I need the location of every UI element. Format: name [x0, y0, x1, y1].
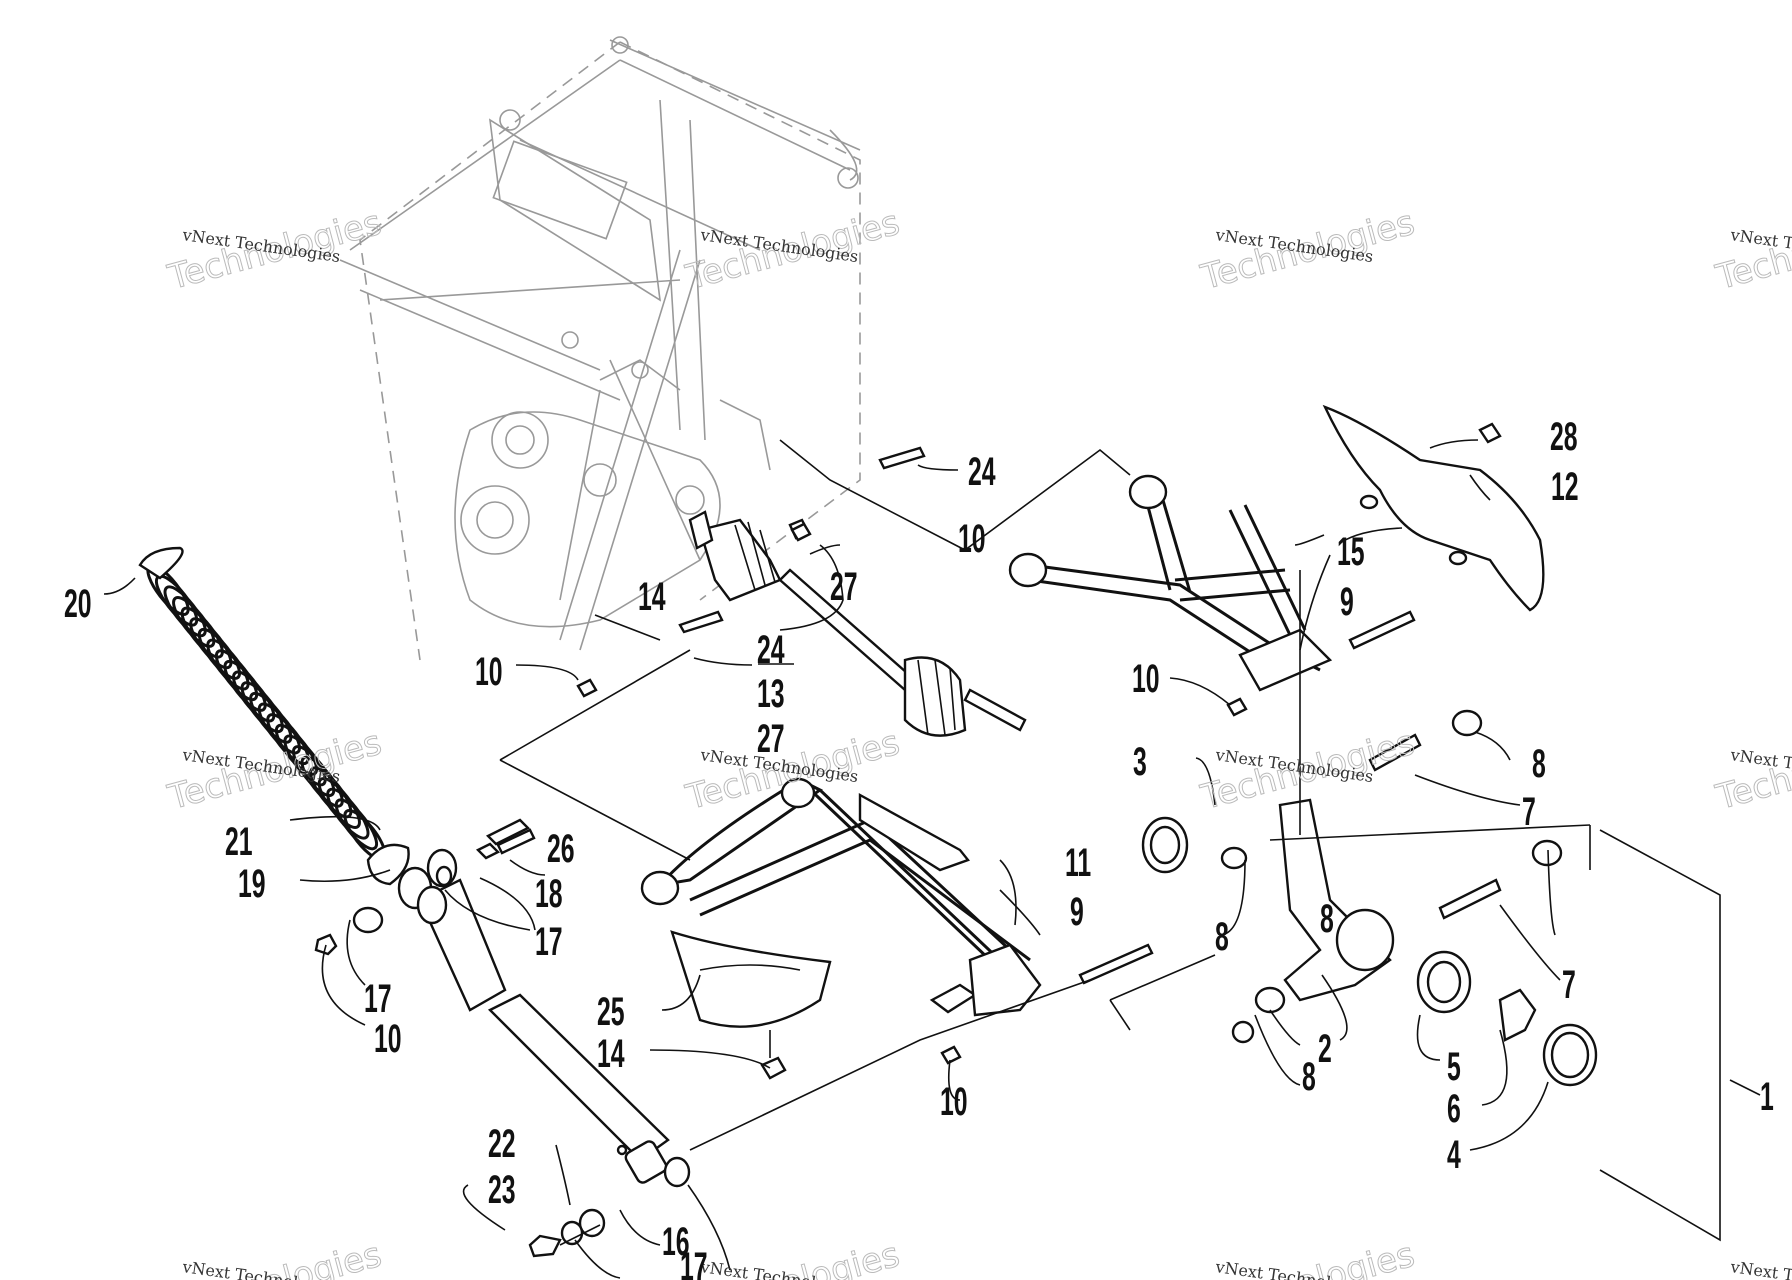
spring-coil	[206, 638, 250, 691]
callout-label: 4	[1447, 1133, 1461, 1177]
callout-label: 19	[238, 862, 266, 906]
shock-absorber	[314, 818, 691, 1258]
callout-label: 8	[1215, 915, 1229, 959]
callout-label: 15	[1337, 530, 1365, 574]
callout-label: 16	[662, 1220, 690, 1264]
spring-coil	[163, 585, 207, 638]
callout-label: 14	[638, 575, 666, 619]
callout-label: 9	[1070, 890, 1084, 934]
callout-label: 10	[475, 650, 503, 694]
spring-coil	[214, 649, 259, 702]
callout-label: 23	[488, 1168, 516, 1212]
callout-label: 25	[597, 990, 625, 1034]
knuckle-assembly	[1141, 709, 1598, 1087]
callout-label: 17	[535, 920, 563, 964]
upper-a-arm	[1008, 474, 1333, 692]
fasteners	[496, 446, 1416, 1065]
engine-outline	[454, 359, 771, 628]
callout-label: 6	[1447, 1087, 1461, 1131]
watermark-small: vNext Technologies	[1728, 1257, 1792, 1280]
leader-lines	[103, 439, 1761, 1279]
callout-label: 17	[364, 977, 392, 1021]
callout-label: 8	[1532, 742, 1546, 786]
callout-label: 13	[757, 672, 785, 716]
callout-label: 21	[225, 820, 253, 864]
spring-coil	[240, 681, 284, 734]
spring-coil	[249, 691, 293, 744]
callout-label: 7	[1562, 963, 1576, 1007]
callout-label: 9	[1340, 580, 1354, 624]
callout-label: 22	[488, 1122, 516, 1166]
callout-label: 18	[535, 872, 563, 916]
spring-coil	[154, 574, 199, 627]
spring-coil	[189, 617, 233, 670]
spring-coil	[232, 670, 276, 723]
coil-spring	[146, 564, 387, 861]
callout-label: 8	[1302, 1055, 1316, 1099]
spring-coil	[223, 659, 267, 712]
spring-coil	[172, 596, 216, 648]
callout-label: 2	[1318, 1027, 1332, 1071]
callout-label: 28	[1550, 415, 1578, 459]
callout-label: 27	[757, 717, 785, 761]
callout-label: 10	[374, 1017, 402, 1061]
callout-label: 7	[1522, 790, 1536, 834]
callout-label: 11	[1065, 841, 1091, 885]
callout-label: 10	[940, 1080, 968, 1124]
frame-outline	[339, 36, 861, 661]
skid-plate	[1322, 404, 1545, 612]
callout-label: 24	[757, 628, 785, 672]
spring-coil	[180, 606, 224, 659]
callout-label: 14	[597, 1032, 625, 1076]
spring-retainer	[138, 546, 184, 580]
drive-axle	[688, 510, 1027, 737]
callout-label: 10	[958, 517, 986, 561]
callout-label: 8	[1320, 897, 1334, 941]
callout-label: 17	[680, 1245, 708, 1280]
callout-label: 1	[1760, 1075, 1774, 1119]
callout-label: 26	[547, 827, 575, 871]
lower-a-arm	[640, 777, 1042, 1080]
spring-coil	[197, 627, 241, 680]
callout-label: 24	[968, 450, 996, 494]
spring-coil	[326, 787, 370, 840]
callout-label: 3	[1133, 740, 1147, 784]
callout-label: 5	[1447, 1045, 1461, 1089]
callout-label: 27	[830, 565, 858, 609]
callout-label: 20	[64, 582, 92, 626]
callout-label: 10	[1132, 657, 1160, 701]
callout-label: 12	[1551, 465, 1579, 509]
